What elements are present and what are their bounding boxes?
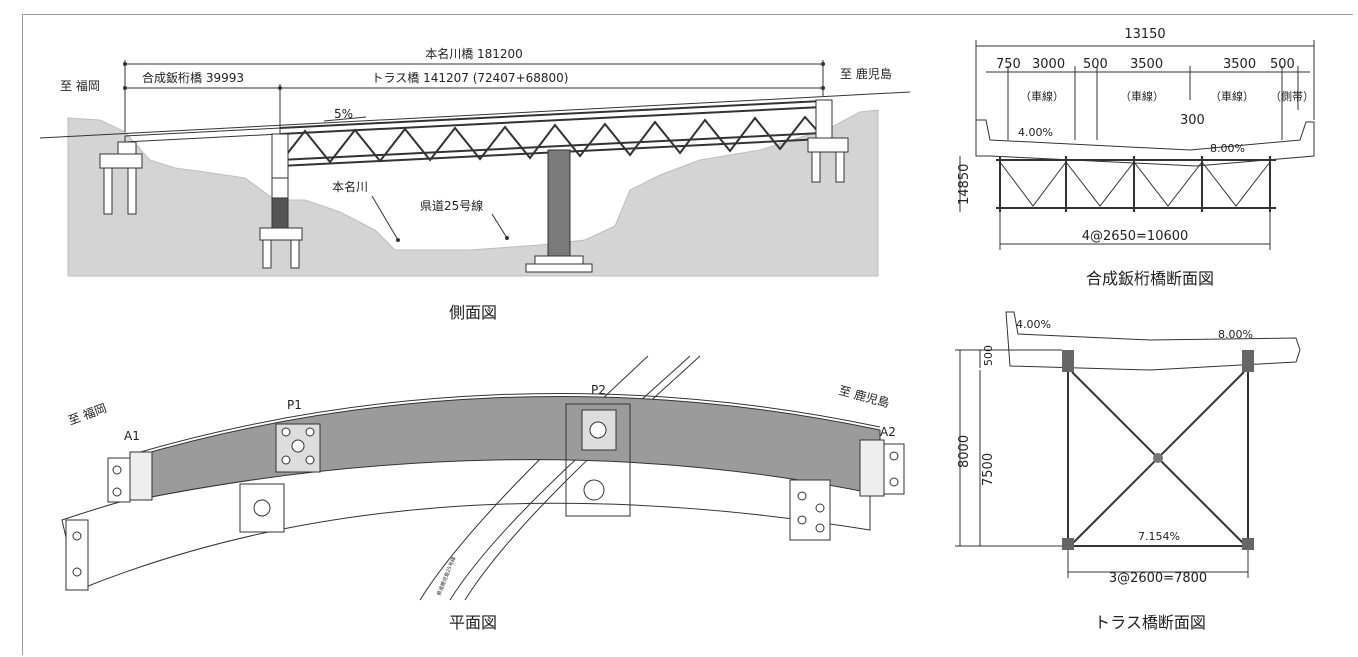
girder-height: 14850 [957,164,972,205]
plan-view: 至 福岡 至 鹿児島 A1 P1 P2 A2 県道鹿児島25号線 平面図 [61,355,905,632]
dim-500a: 500 [1083,57,1108,72]
road-curve-1 [419,355,649,601]
plan-p2 [565,403,631,517]
to-kagoshima-plan: 至 鹿児島 [837,382,891,410]
lane-2: （車線） [1120,89,1164,103]
p2-label: P2 [591,383,606,397]
truss-slope-right: 8.00% [1218,328,1253,341]
abutment-a1 [99,141,143,215]
girder-section: 13150 750 3000 500 3500 3500 500 （車線） （車… [957,27,1315,288]
shoulder: （側帯） [1270,90,1314,103]
figure-frame [22,14,1353,655]
girder-length-label: 合成鈑桁橋 39993 [142,70,244,85]
total-length-label: 本名川橋 181200 [425,46,523,61]
p1-label: P1 [287,398,302,412]
girder-webs [999,156,1271,212]
river-label: 本名川 [332,179,368,194]
dim-3000: 3000 [1032,57,1065,72]
side-view: 本名川橋 181200 至 福岡 至 鹿児島 合成鈑桁橋 39993 トラス橋 … [39,46,911,322]
girder-section-caption: 合成鈑桁橋断面図 [1086,269,1214,288]
girder-deck [975,119,1315,167]
side-ground [67,109,879,277]
plan-view-caption: 平面図 [449,613,497,632]
girder-slope-right: 8.00% [1210,142,1245,155]
truss-section-caption: トラス橋断面図 [1094,613,1206,632]
plan-a1 [107,451,153,503]
girder-slope-left: 4.00% [1018,126,1053,139]
side-view-caption: 側面図 [449,303,497,322]
plan-a2 [789,439,905,541]
dim-3500a: 3500 [1130,57,1163,72]
truss-dim-500: 500 [982,345,995,366]
dim-3500b: 3500 [1223,57,1256,72]
river-leader [371,195,399,241]
road-curve-3 [464,355,701,601]
dim-500b: 500 [1270,57,1295,72]
grade-label: 5% [334,107,353,121]
to-fukuoka-plan: 至 福岡 [66,400,109,428]
abutment-a2 [807,99,849,183]
truss-deck [1005,311,1301,371]
road-profile [39,91,911,139]
lane-1: （車線） [1020,89,1064,103]
a2-label: A2 [880,425,896,439]
dim-300: 300 [1180,113,1205,128]
truss-section: 4.00% 8.00% 500 8000 7500 7.154% 3@2600=… [955,311,1301,632]
truss-slope-left: 4.00% [1016,318,1051,331]
road-label: 県道25号線 [420,198,483,213]
pier-p2 [525,149,593,273]
a1-label: A1 [124,429,140,443]
plan-a1-lower [65,519,89,591]
truss-length-label: トラス橋 141207 (72407+68800) [372,71,569,85]
girder-width: 13150 [1124,27,1165,42]
to-fukuoka-side: 至 福岡 [60,78,100,93]
truss-dim-8000: 8000 [957,435,972,468]
grade-arrow [323,116,367,122]
girder-span [124,127,281,143]
truss-dim-7500: 7500 [981,453,996,486]
girder-span-dim: 4@2650=10600 [1082,229,1189,244]
lane-3: （車線） [1210,89,1254,103]
road-curve-2 [449,355,691,601]
plan-p1 [239,423,321,533]
dim-750: 750 [996,57,1021,72]
truss-span-dim: 3@2600=7800 [1109,571,1207,586]
road-leader [491,213,508,239]
to-kagoshima-side: 至 鹿児島 [840,66,892,81]
truss-slope-bottom: 7.154% [1138,530,1180,543]
pier-p1 [259,133,303,269]
